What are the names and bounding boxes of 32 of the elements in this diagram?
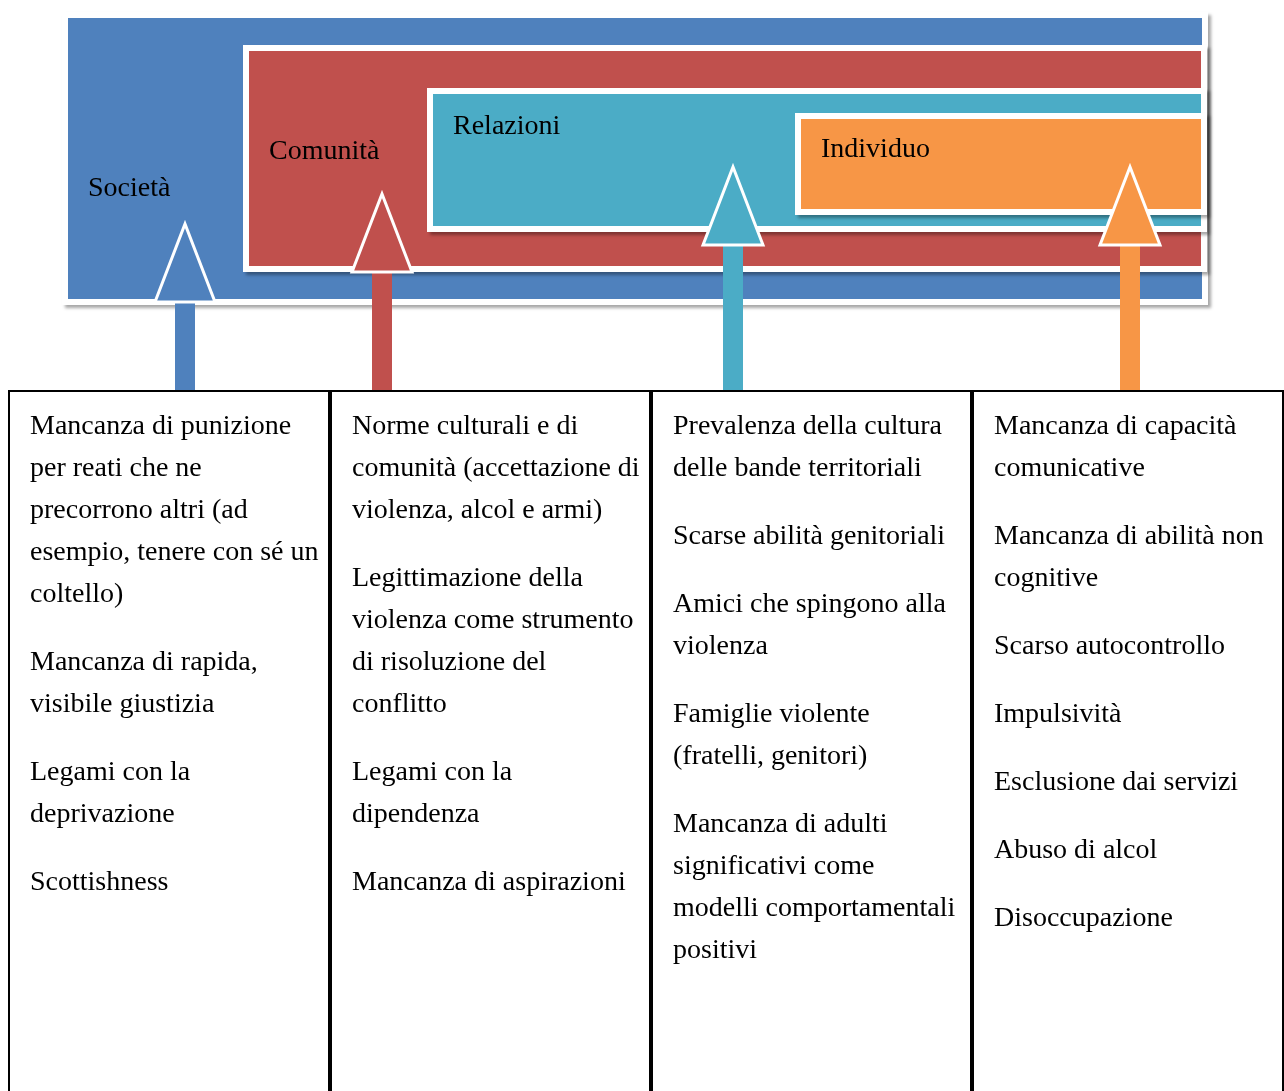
factor-text: Scarso autocontrollo <box>994 628 1226 662</box>
level-label: Relazioni <box>453 108 561 142</box>
factor-text: Abuso di alcol <box>994 832 1159 866</box>
factor-text: Disoccupazione <box>994 900 1174 934</box>
arrow <box>701 165 765 390</box>
factor-text: Scottishness <box>30 864 170 898</box>
level-label: Società <box>88 170 171 204</box>
arrow <box>350 192 414 390</box>
factor-text: Mancanza di aspirazioni <box>352 864 627 898</box>
factor-text: Famiglie violente (fratelli, genitori) <box>673 696 871 772</box>
factor-column <box>330 390 651 1091</box>
factor-text: Mancanza di rapida, visibile giustizia <box>30 644 259 720</box>
factor-column <box>972 390 1284 1091</box>
factor-text: Amici che spingono alla violenza <box>673 586 947 662</box>
factor-text: Mancanza di capacità comunicative <box>994 408 1238 484</box>
arrow <box>1098 165 1162 390</box>
factor-text: Scarse abilità genitoriali <box>673 518 947 552</box>
factor-text: Prevalenza della cultura delle bande territoriali <box>673 408 943 484</box>
factor-column <box>651 390 972 1091</box>
factor-text: Mancanza di abilità non cognitive <box>994 518 1265 594</box>
level-label: Individuo <box>821 131 930 165</box>
arrow <box>153 222 217 390</box>
factor-text: Mancanza di punizione per reati che ne precorrono altri (ad esempio, tenere con sé un coltello) <box>30 408 320 610</box>
factor-text: Legami con la dipendenza <box>352 754 514 830</box>
factor-text: Esclusione dai servizi <box>994 764 1240 798</box>
factor-text: Legami con la deprivazione <box>30 754 192 830</box>
factor-column <box>8 390 330 1091</box>
factor-text: Impulsività <box>994 696 1123 730</box>
factor-text: Norme culturali e di comunità (accettazione di violenza, alcol e armi) <box>352 408 641 526</box>
factor-text: Mancanza di adulti significativi come modelli comportamentali positivi <box>673 806 957 966</box>
level-label: Comunità <box>269 133 380 167</box>
factor-text: Legittimazione della violenza come strumento di risoluzione del conflitto <box>352 560 635 720</box>
